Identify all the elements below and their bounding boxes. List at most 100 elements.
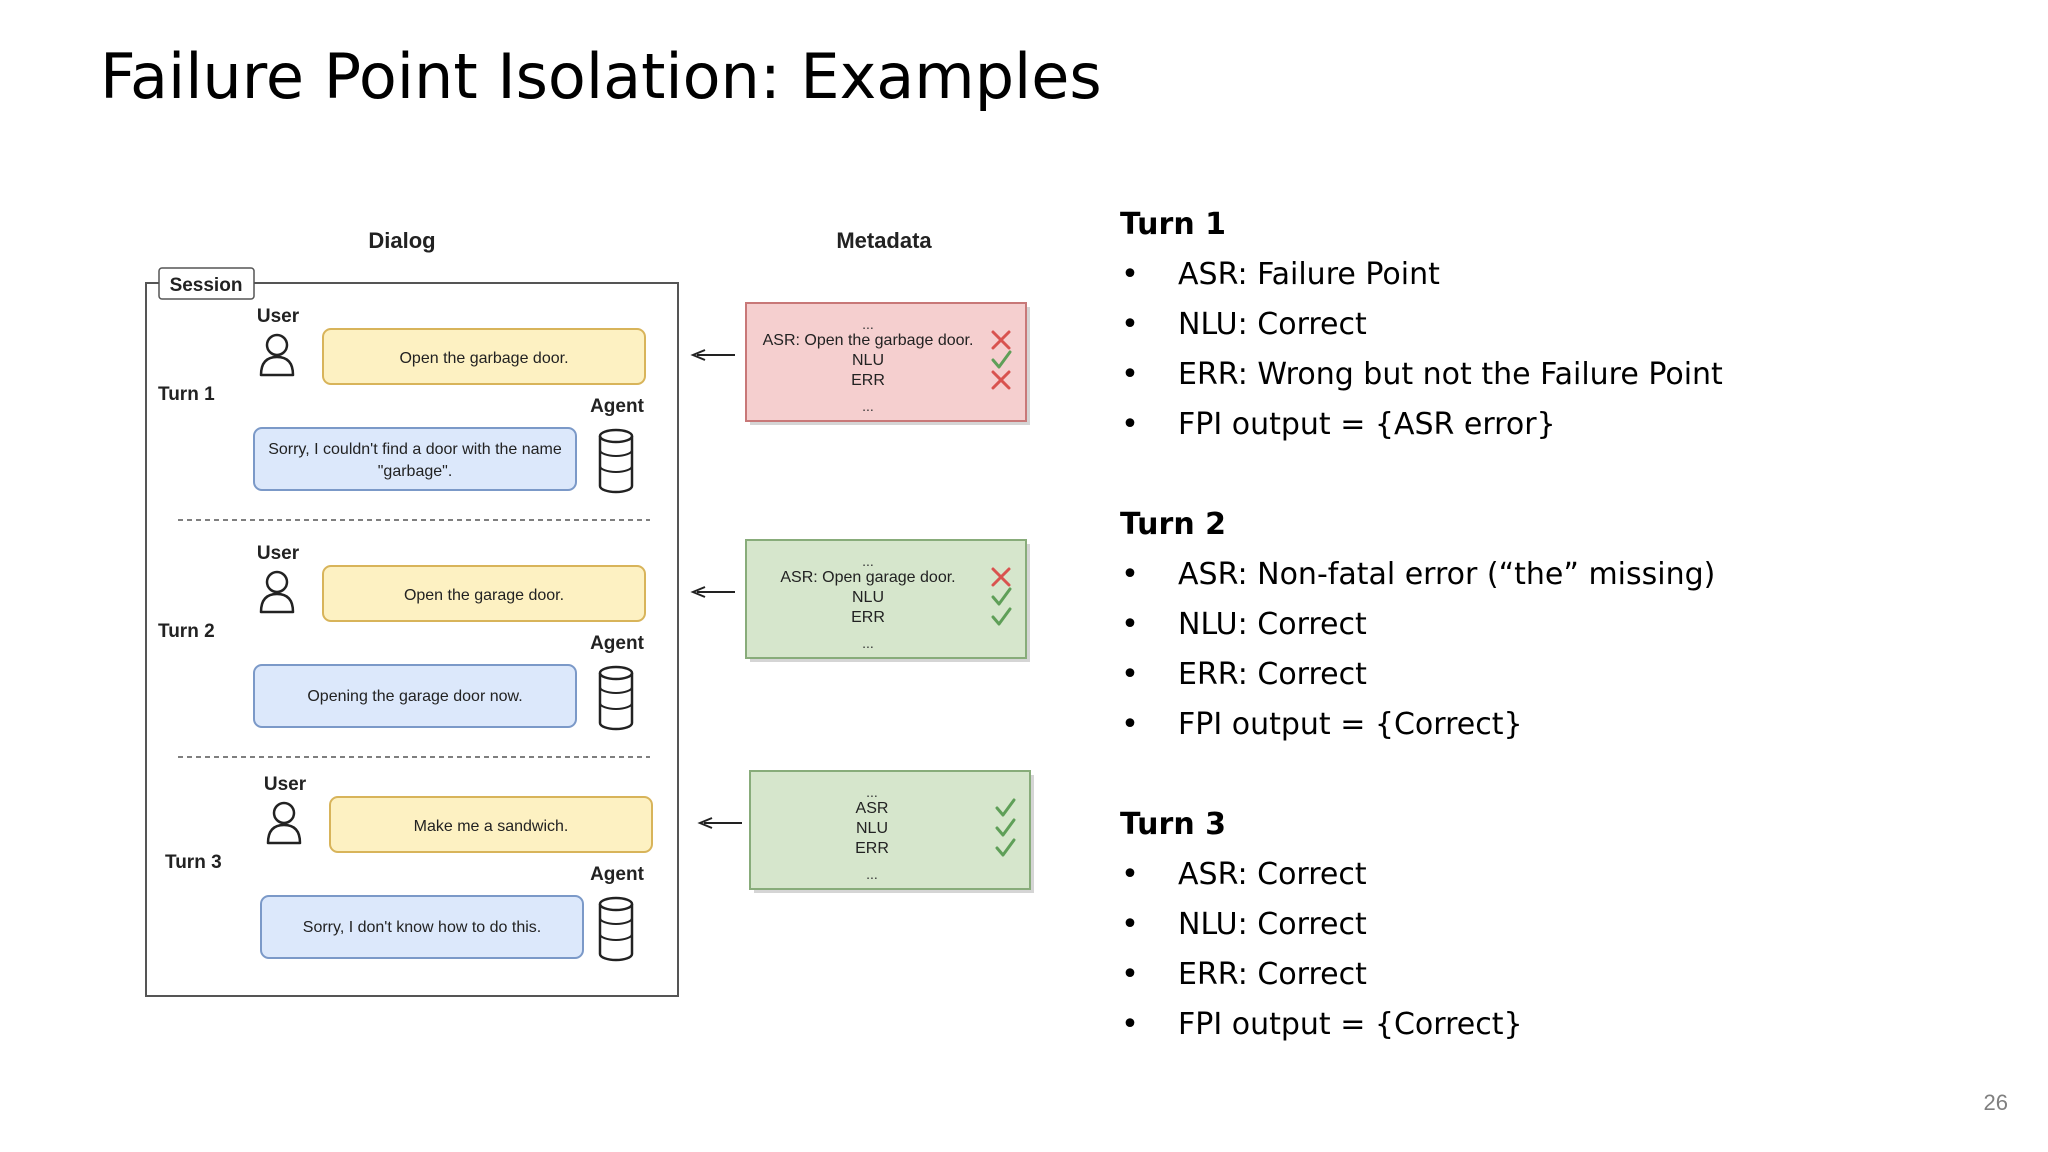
bullet-text: NLU: Correct [1178,307,1367,342]
user-icon [266,823,302,845]
database-icon [599,917,633,925]
list-item: • NLU: Correct [1120,300,1940,350]
turn-label: Turn 2 [158,621,215,642]
user-icon [259,355,295,377]
agent-bubble [260,895,584,959]
database-icon [598,428,634,444]
bullet-text: NLU: Correct [1178,607,1367,642]
turn-label: Turn 3 [165,852,222,873]
bullet-text: FPI output = {ASR error} [1178,407,1556,442]
metadata-ellipsis: ... [862,316,874,332]
user-bubble [322,565,646,622]
slide-title: Failure Point Isolation: Examples [100,40,1102,113]
summary-panel: Turn 1 •ASR: Failure Point •NLU: Correct… [1120,200,1940,1100]
bullet-text: ASR: Non-fatal error (“the” missing) [1178,557,1716,592]
agent-response: Sorry, I couldn't find a door with the n… [268,441,562,458]
summary-turn-2: Turn 2 • ASR: Non-fatal error (“the” miss… [1120,500,1940,750]
list-item: •ERR: Correct [1120,650,1940,700]
bullet-text: ASR: Failure Point [1178,257,1440,292]
bullet-text: FPI output = {Correct} [1178,707,1523,742]
arrow-icon [690,586,706,598]
summary-turn-3: Turn 3 • ASR: Correct • NLU: Correct • ERR:… [1120,800,1940,1050]
bullet-dot: • [1121,907,1139,942]
bullet-text: ERR: Wrong but not the Failure Point [1178,357,1723,392]
agent-label: Agent [590,864,645,885]
metadata-line: NLU [856,820,888,837]
bullet-dot: • [1121,557,1139,592]
database-icon [598,665,634,681]
list-item: • ASR: Non-fatal error (“the” missing) [1120,550,1940,600]
user-utterance: Open the garbage door. [399,350,568,367]
bullet-dot: • [1121,607,1139,642]
session-tag [158,267,255,300]
bullet-dot: • [1121,1007,1139,1042]
database-icon [599,465,633,473]
check-icon [991,607,1012,626]
arrow-icon [697,817,713,829]
list-item: • ERR: Wrong but not the Failure Point [1120,350,1940,400]
database-icon [598,436,634,494]
user-label: User [264,774,307,795]
user-bubble [329,796,653,853]
list-item: • NLU: Correct [1120,900,1940,950]
metadata-line: ERR [851,609,885,626]
check-icon [991,350,1012,369]
bullet-dot: • [1121,657,1139,692]
list-item: • ERR: Correct [1120,950,1940,1000]
user-icon [265,570,289,594]
user-icon [265,333,289,357]
metadata-box [745,302,1027,422]
bullet-dot: • [1121,307,1139,342]
metadata-box [749,770,1031,890]
bullet-text: FPI output = {Correct} [1178,1007,1523,1042]
database-icon [599,449,633,457]
check-icon [991,587,1012,606]
user-icon [259,592,295,614]
turn-heading: Turn 3 [1120,807,1226,842]
bullet-dot: • [1121,857,1139,892]
agent-bubble [253,664,577,728]
bullet-text: NLU: Correct [1178,907,1367,942]
bullet-text: ERR: Correct [1178,957,1367,992]
user-bubble [322,328,646,385]
user-utterance: Open the garage door. [404,587,564,604]
list-item: •ASR: Failure Point [1120,250,1940,300]
metadata-ellipsis: ... [866,866,878,882]
database-icon [599,686,633,694]
bullet-dot: • [1121,957,1139,992]
bullet-dot: • [1121,357,1139,392]
check-icon [995,798,1016,817]
agent-bubble [253,427,577,491]
turn-heading: Turn 2 [1120,507,1226,542]
bullet-list: • ASR: Non-fatal error (“the” missing) • N… [1120,550,1940,750]
metadata-ellipsis: ... [862,398,874,414]
list-item: • FPI output = {Correct} [1120,1000,1940,1050]
bullet-dot: • [1121,707,1139,742]
metadata-ellipsis: ... [862,553,874,569]
database-icon [598,904,634,962]
metadata-line: ERR [851,372,885,389]
cross-icon [991,330,1011,350]
bullet-text: ASR: Correct [1178,857,1367,892]
agent-label: Agent [590,633,645,654]
list-item: • NLU: Correct [1120,600,1940,650]
metadata-ellipsis: ... [862,635,874,651]
user-utterance: Make me a sandwich. [414,818,569,835]
metadata-line: ASR: Open the garbage door. [763,332,974,349]
turn-heading: Turn 1 [1120,207,1226,242]
list-item: •FPI output = {ASR error} [1120,400,1940,450]
cross-icon [991,567,1011,587]
metadata-line: ASR [856,800,889,817]
page-number: 26 [1983,1090,2008,1115]
metadata-line: NLU [852,589,884,606]
metadata-line: ERR [855,840,889,857]
session-frame [145,282,679,997]
check-icon [995,838,1016,857]
agent-label: Agent [590,396,645,417]
database-icon [599,702,633,710]
database-icon [598,673,634,731]
bullet-list: • ASR: Correct • NLU: Correct • ERR: Correc… [1120,850,1940,1050]
session-label: Session [170,275,243,296]
